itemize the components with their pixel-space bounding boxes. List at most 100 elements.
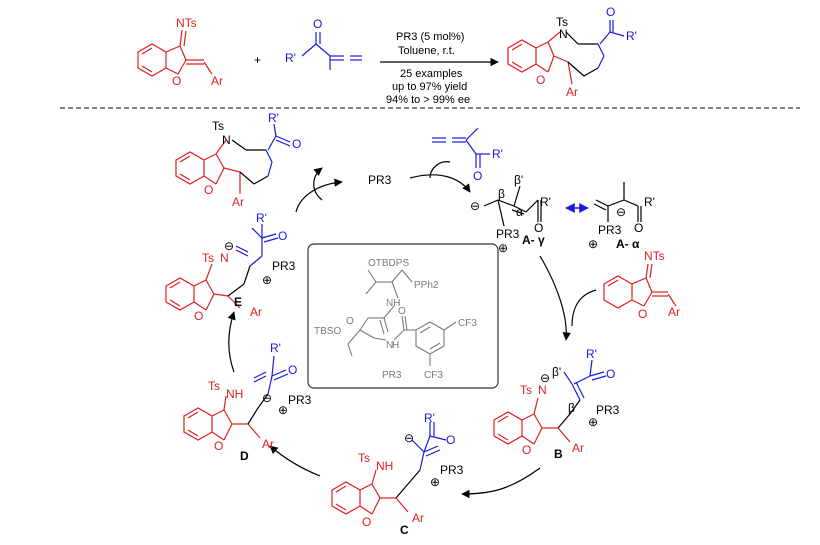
b-pr3: PR3 [596, 403, 620, 417]
cp-ar: Ar [232, 195, 244, 209]
cat-o2: O [398, 306, 406, 317]
e-r: R' [256, 211, 267, 225]
reagent-ar-label: Ar [211, 74, 223, 88]
label-c: C [400, 523, 409, 537]
cat-o1: O [346, 316, 354, 327]
c-ar: Ar [412, 511, 424, 525]
imine-o: O [638, 307, 647, 321]
cycle-imine-in [603, 263, 677, 309]
cat-hn: H [392, 340, 399, 351]
cycle-arrow-b-to-c [461, 467, 541, 499]
cp-o2: O [292, 137, 301, 151]
cat-pr3: PR3 [382, 370, 402, 381]
c-o-ring: O [362, 515, 371, 529]
d-o: O [288, 363, 297, 377]
imine-ar: Ar [668, 305, 680, 319]
cycle-product [175, 123, 291, 194]
cycle-arrow-allene-in [429, 161, 451, 179]
b-minus: ⊖ [540, 371, 550, 385]
condition-examples: 25 examples [400, 68, 463, 80]
condition-ee: 94% to > 99% ee [386, 94, 470, 106]
condition-solvent: Toluene, r.t. [398, 45, 455, 57]
cycle-arrow-product-out [313, 167, 323, 201]
reagent-nts-label: NTs [176, 16, 197, 30]
product-o-label: O [536, 73, 545, 87]
product-n-label: N [559, 27, 568, 41]
cycle-allene-in [432, 127, 490, 168]
b-beta: β [568, 401, 575, 415]
b-r: R' [586, 347, 597, 361]
b-n: N [538, 383, 547, 397]
cycle-arrow-c-to-d [269, 445, 321, 477]
label-b: B [554, 447, 563, 461]
reagent-o-label: O [172, 74, 181, 88]
a-gamma-minus: ⊖ [470, 199, 480, 213]
d-o-ring: O [214, 439, 223, 453]
e-n: N [220, 251, 229, 265]
b-o: O [606, 367, 615, 381]
a-alpha-r: R' [644, 195, 655, 209]
cat-n: N [386, 340, 393, 351]
cat-cf3-a: CF3 [458, 318, 477, 329]
cycle-arrow-pr3-to-a [409, 174, 471, 193]
b-beta-prime: β' [552, 365, 561, 379]
allene-r-label: R' [492, 147, 503, 161]
intermediate-e [165, 224, 279, 311]
a-alpha-minus: ⊖ [616, 205, 626, 219]
cat-otbdps: OTBDPS [368, 258, 409, 269]
intermediate-c [331, 422, 447, 515]
catalyst-box [307, 243, 499, 389]
d-minus: ⊖ [262, 391, 272, 405]
cp-ts: Ts [212, 119, 224, 133]
e-o-ring: O [194, 309, 203, 323]
c-o: O [446, 433, 455, 447]
cycle-arrow-imine-in [571, 289, 597, 327]
condition-catalyst: PR3 (5 mol%) [396, 31, 464, 43]
a-gamma-r: R' [540, 195, 551, 209]
condition-yield: up to 97% yield [392, 81, 467, 93]
a-gamma-alpha: α [516, 205, 523, 219]
e-ar: Ar [250, 305, 262, 319]
allene-o-label: O [473, 169, 482, 183]
cat-tbso: TBSO [314, 326, 341, 337]
a-alpha-o: O [634, 221, 643, 235]
b-ts: Ts [520, 383, 532, 397]
catalyst-structure [347, 269, 457, 366]
d-r: R' [270, 341, 281, 355]
c-r: R' [424, 411, 435, 425]
d-pr3: PR3 [288, 393, 312, 407]
b-plus: ⊕ [588, 415, 598, 429]
reagent-aurone-imine [137, 29, 213, 77]
c-pr3: PR3 [440, 463, 464, 477]
product-ar-label: Ar [566, 85, 578, 99]
product-r-label: R' [626, 29, 637, 43]
e-ts: Ts [202, 251, 214, 265]
cp-r: R' [268, 111, 279, 125]
plus-sign: + [254, 53, 261, 67]
label-d: D [240, 449, 249, 463]
cat-nh: NH [386, 298, 400, 309]
e-minus: ⊖ [224, 239, 234, 253]
c-plus: ⊕ [430, 475, 440, 489]
d-ar: Ar [262, 437, 274, 451]
cat-cf3-b: CF3 [424, 370, 443, 381]
reagent-allenone [301, 32, 362, 70]
intermediate-d [183, 355, 289, 441]
a-gamma-o: O [534, 221, 543, 235]
imine-nts: NTs [644, 249, 665, 263]
e-plus: ⊕ [262, 273, 272, 287]
label-a-alpha: A- α [616, 237, 640, 251]
a-gamma-beta-prime: β' [514, 173, 523, 187]
intermediate-a-alpha [593, 182, 642, 222]
c-nh: NH [376, 459, 393, 473]
cycle-pr3-label: PR3 [368, 173, 392, 187]
b-o-ring: O [522, 443, 531, 457]
cp-n: N [222, 133, 231, 147]
product-structure [507, 20, 625, 85]
cycle-arrow-d-to-e [227, 311, 236, 373]
a-gamma-pr3: PR3 [496, 227, 520, 241]
product-o2-label: O [606, 5, 615, 19]
label-a-gamma: A- γ [522, 233, 545, 247]
